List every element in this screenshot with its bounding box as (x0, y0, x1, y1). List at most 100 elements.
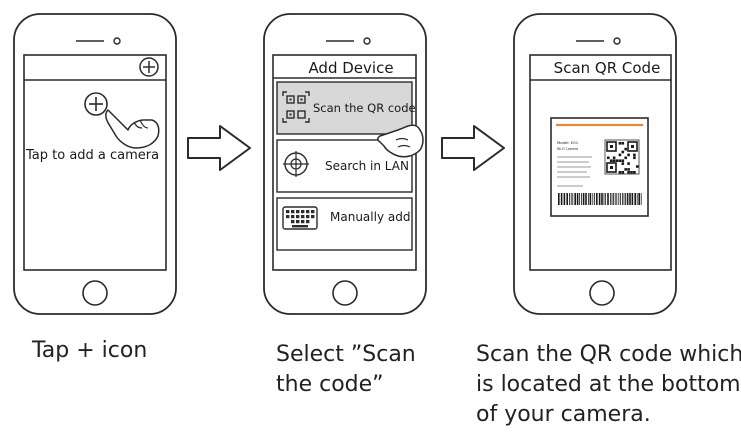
keyboard-key (311, 215, 315, 219)
barcode-bar (592, 193, 594, 205)
qr-module (627, 171, 630, 174)
camera-label-card: Model: E01 Wi-Fi Camera (550, 117, 649, 217)
right-arrow-icon (441, 125, 505, 171)
qr-module (618, 159, 622, 162)
keyboard-key (301, 215, 305, 219)
qr-module (624, 147, 627, 151)
qr-scan-icon (282, 91, 310, 123)
pointing-hand-icon (105, 109, 160, 149)
caption-step-3: Scan the QR code which is located at the… (476, 340, 741, 430)
qr-module (636, 165, 639, 168)
right-arrow-icon (187, 125, 251, 171)
barcode-bar (605, 193, 606, 205)
keyboard-key (292, 225, 308, 228)
phone-2-title: Add Device (308, 59, 393, 77)
barcode-bar (563, 193, 566, 205)
phone-2-home-button (332, 280, 358, 306)
keyboard-key (291, 210, 295, 214)
barcode-bar (636, 193, 638, 205)
option-scan-qr[interactable] (276, 81, 413, 135)
phone-1: Tap to add a camera (13, 13, 177, 315)
qr-module (615, 159, 619, 162)
qr-module (621, 150, 625, 154)
barcode-bar (610, 193, 611, 205)
barcode-icon (558, 193, 642, 205)
barcode-bar (618, 193, 620, 205)
label-model-line: Model: E01 (557, 140, 579, 145)
barcode-bar (596, 193, 598, 205)
keyboard-key (291, 215, 295, 219)
keyboard-key (291, 220, 295, 224)
barcode-bar (640, 193, 642, 205)
barcode-bar (560, 193, 563, 205)
caption-step-3-line: of your camera. (476, 402, 651, 427)
caption-step-2-line: Select ”Scan (276, 342, 416, 367)
caption-step-1: Tap + icon (32, 336, 147, 366)
barcode-bar (598, 193, 601, 205)
barcode-bar (623, 193, 625, 205)
label-fine-print (557, 156, 592, 187)
qr-code-icon (604, 139, 640, 175)
qr-module (633, 156, 636, 160)
barcode-bar (620, 193, 621, 205)
option-manually-add[interactable] (276, 197, 413, 251)
option-manually-add-label: Manually add (330, 210, 410, 224)
barcode-bar (622, 193, 623, 205)
barcode-bar (614, 193, 616, 205)
phone-3-home-button (589, 280, 615, 306)
barcode-bar (566, 193, 568, 205)
caption-step-3-line: is located at the bottom (476, 372, 741, 397)
keyboard-key (306, 215, 310, 219)
barcode-bar (572, 193, 574, 205)
qr-module (618, 153, 622, 157)
phone-1-home-button (82, 280, 108, 306)
barcode-bar (616, 193, 618, 205)
barcode-bar (601, 193, 603, 205)
barcode-bar (589, 193, 592, 205)
qr-module (612, 159, 616, 162)
barcode-bar (629, 193, 631, 205)
qr-module (633, 171, 636, 174)
keyboard-key (296, 215, 300, 219)
keyboard-key (296, 220, 300, 224)
label-sub-line: Wi-Fi Camera (557, 147, 578, 151)
barcode-bar (574, 193, 576, 205)
keyboard-key (306, 220, 310, 224)
add-icon[interactable] (84, 92, 108, 116)
barcode-bar (558, 193, 560, 205)
option-scan-qr-label: Scan the QR code (313, 101, 416, 115)
barcode-bar (603, 193, 605, 205)
qr-module (621, 142, 625, 145)
qr-module (624, 156, 627, 160)
crosshair-icon (283, 151, 309, 177)
phone-3: Scan QR Code Model: E01 Wi-Fi Camera (513, 13, 677, 315)
barcode-bar (579, 193, 580, 205)
pointing-hand-icon (377, 124, 424, 158)
qr-module (618, 142, 622, 145)
barcode-bar (631, 193, 634, 205)
option-search-lan-label: Search in LAN (325, 159, 409, 173)
qr-module (612, 156, 616, 160)
caption-step-2: Select ”Scan the code” (276, 340, 416, 400)
barcode-bar (582, 193, 585, 205)
barcode-bar (594, 193, 595, 205)
keyboard-key (286, 210, 290, 214)
qr-module (627, 153, 630, 157)
keyboard-key (311, 210, 315, 214)
barcode-bar (570, 193, 572, 205)
qr-module (621, 159, 625, 162)
keyboard-key (286, 215, 290, 219)
add-icon[interactable] (139, 57, 159, 77)
barcode-bar (626, 193, 629, 205)
barcode-bar (588, 193, 589, 205)
barcode-bar (638, 193, 640, 205)
barcode-bar (611, 193, 613, 205)
barcode-bar (613, 193, 614, 205)
keyboard-icon (282, 206, 318, 230)
barcode-bar (581, 193, 582, 205)
qr-module (633, 153, 636, 157)
caption-step-2-line: the code” (276, 372, 384, 397)
keyboard-key (301, 210, 305, 214)
qr-module (627, 168, 630, 171)
